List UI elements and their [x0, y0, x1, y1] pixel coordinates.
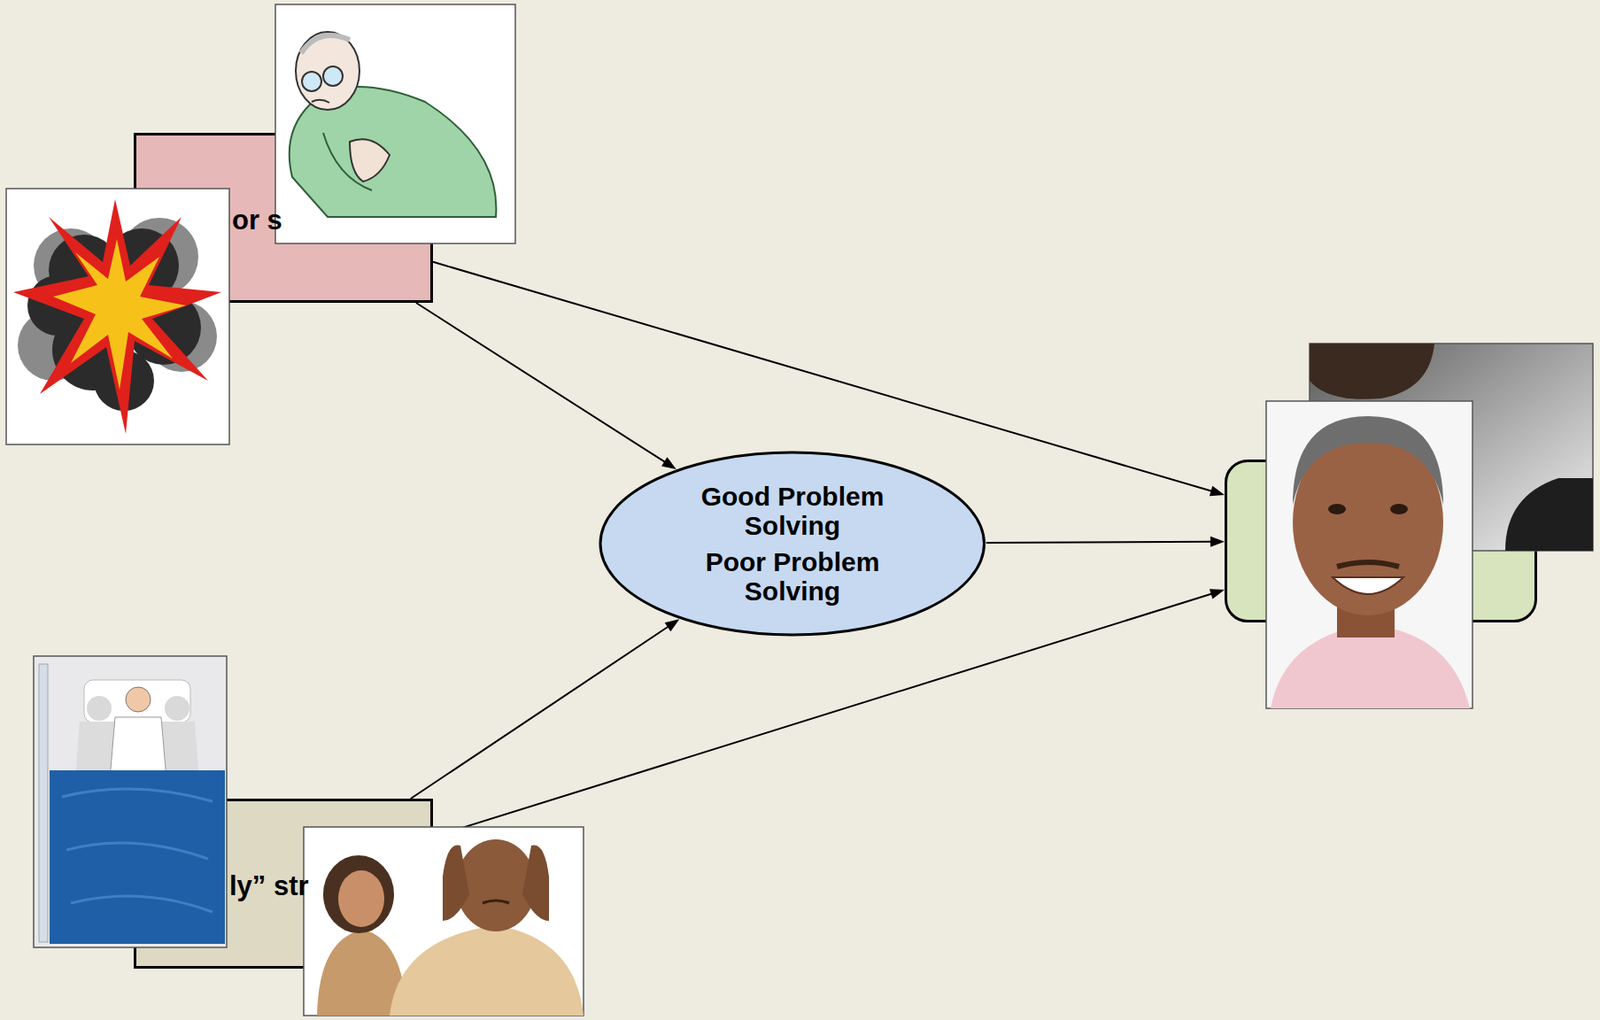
node-label: Poor Problem Solving — [690, 547, 895, 606]
node-label: or s — [231, 204, 283, 237]
ellipse-outline — [598, 450, 987, 637]
arrowhead — [664, 618, 681, 632]
smiling-man-photo — [1266, 401, 1473, 709]
connector-line — [416, 302, 666, 463]
stressor-box: ly” str — [133, 798, 433, 969]
ellipse-shape — [600, 452, 985, 635]
arrowhead — [1209, 588, 1225, 599]
arrow-connector — [986, 536, 1225, 548]
couple-picture — [303, 827, 584, 1016]
photo-back — [1309, 343, 1593, 551]
arrowhead — [1209, 486, 1225, 497]
stressor-box: or s — [133, 132, 433, 303]
explosion-picture — [6, 188, 230, 445]
connector-line — [410, 626, 670, 799]
arrowhead — [1210, 536, 1225, 548]
node-label: ly” str — [229, 870, 310, 903]
connector-line — [986, 541, 1213, 543]
outcome-box — [1224, 459, 1538, 623]
arrowhead — [661, 456, 677, 470]
mediator-ellipse: Good Problem SolvingPoor Problem Solving — [598, 450, 987, 637]
old-man-picture — [275, 4, 516, 244]
arrow-connector — [416, 302, 677, 470]
node-label: Good Problem Solving — [690, 481, 895, 541]
bed-picture — [33, 656, 227, 948]
